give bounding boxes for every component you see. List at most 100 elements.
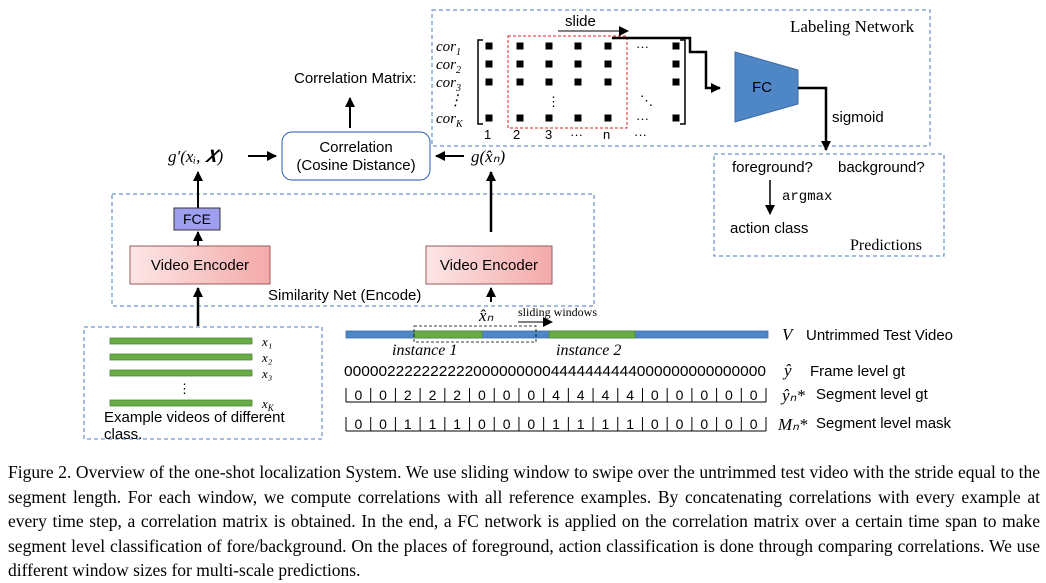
matrix-col-label: 3 (545, 127, 552, 142)
matrix-cell (545, 78, 553, 86)
matrix-cell (672, 60, 680, 68)
instance1-bar (413, 330, 483, 339)
segment-value: 4 (552, 387, 560, 403)
matrix-cell (545, 114, 553, 122)
matrix-col-label: 2 (513, 127, 520, 142)
correlation-box (281, 131, 431, 181)
similarity-net-label: Similarity Net (Encode) (268, 287, 421, 304)
segment-value: 0 (379, 387, 387, 403)
matrix-cell (604, 60, 612, 68)
example-video-bar (109, 369, 253, 377)
foreground-label: foreground? (732, 159, 813, 176)
segment-value: 4 (577, 387, 585, 403)
matrix-ellipsis-h: ··· (636, 39, 649, 54)
background-label: background? (838, 159, 925, 176)
matrix-ellipsis-v: ⋮ (547, 94, 560, 109)
matrix-cell (604, 114, 612, 122)
segment-gt-symbol: ŷₙ* (780, 386, 805, 405)
g-hat-label: g(x̂ₙ) (471, 147, 505, 166)
slide-window-highlight (507, 35, 628, 129)
segment-value: 2 (404, 387, 412, 403)
x-hat-n-label: x̂ₙ (478, 306, 494, 325)
matrix-right-bracket (680, 39, 686, 125)
segment-value: 0 (725, 387, 733, 403)
segment-value: 0 (676, 416, 684, 432)
matrix-left-bracket (477, 39, 483, 125)
figure-diagram: Labeling Network ···⋮⋱··· cor1cor2cor3⋮c… (83, 9, 953, 443)
example-video-label: x₂ (261, 350, 273, 365)
segment-value: 0 (478, 416, 486, 432)
segment-value: 0 (527, 416, 535, 432)
matrix-cell (604, 42, 612, 50)
example-video-label: xK (261, 396, 275, 413)
fc-label: FC (752, 79, 772, 96)
segment-value: 0 (379, 416, 387, 432)
segment-value: 0 (750, 387, 758, 403)
matrix-to-fc-arrow (612, 36, 721, 93)
matrix-col-label: 1 (484, 127, 491, 142)
matrix-cell (672, 114, 680, 122)
segment-value: 0 (478, 387, 486, 403)
video-label: Untrimmed Test Video (806, 327, 953, 344)
instance2-label: instance 2 (556, 342, 621, 359)
video-encoder-right-label: Video Encoder (440, 257, 538, 274)
segment-value: 2 (453, 387, 461, 403)
frame-level-symbol: ŷ (782, 361, 792, 380)
example-video-bar (109, 353, 253, 361)
segment-value: 1 (552, 416, 560, 432)
matrix-cell (545, 60, 553, 68)
matrix-cell (485, 114, 493, 122)
frame-level-label: Frame level gt (810, 363, 906, 380)
matrix-cell (545, 42, 553, 50)
fc-to-predictions-arrow (798, 86, 831, 151)
segment-value: 0 (527, 387, 535, 403)
instance1-label: instance 1 (392, 342, 457, 359)
predictions-box (713, 153, 945, 257)
segment-value: 1 (404, 416, 412, 432)
segment-value: 2 (429, 387, 437, 403)
segment-value: 0 (354, 387, 362, 403)
labeling-network-title: Labeling Network (790, 17, 915, 36)
instance2-bar (548, 330, 636, 339)
matrix-row-label: cor3 (436, 75, 461, 94)
matrix-cell (485, 42, 493, 50)
video-encoder-left (129, 245, 271, 285)
matrix-cell (485, 78, 493, 86)
matrix-cell (485, 60, 493, 68)
segment-mask-label: Segment level mask (816, 415, 952, 432)
matrix-col-label: n (603, 127, 610, 142)
segment-value: 0 (354, 416, 362, 432)
fce-label: FCE (183, 211, 211, 227)
labeling-network-box (431, 9, 931, 147)
slide-label: slide (565, 13, 596, 30)
correlation-line2: (Cosine Distance) (296, 157, 415, 174)
example-videos-box (83, 326, 323, 440)
segment-value: 1 (453, 416, 461, 432)
correlation-line1: Correlation (319, 139, 392, 156)
matrix-cell (516, 60, 524, 68)
correlation-matrix-label: Correlation Matrix: (294, 70, 417, 87)
example-video-bar (109, 399, 253, 407)
matrix-cell (672, 78, 680, 86)
segment-value: 0 (651, 387, 659, 403)
video-symbol: V (782, 325, 795, 344)
segment-value: 0 (700, 387, 708, 403)
fce-block (173, 207, 221, 231)
frame-level-sequence: 0000022222222220000000004444444444000000… (344, 363, 766, 380)
matrix-cell (604, 78, 612, 86)
sliding-windows-label: sliding windows (518, 305, 597, 319)
segment-value: 1 (429, 416, 437, 432)
segment-value: 1 (602, 416, 610, 432)
matrix-row-label: cor1 (436, 39, 461, 58)
action-class-label: action class (730, 220, 808, 237)
segment-value: 0 (503, 416, 511, 432)
examples-caption-line1: Example videos of different (104, 409, 285, 426)
example-video-label: x₃ (261, 366, 272, 381)
segment-value: 4 (626, 387, 634, 403)
fc-block (734, 51, 799, 123)
matrix-ellipsis-d: ⋱ (640, 93, 653, 108)
g-prime-label: g′(xᵢ, 𝑿) (168, 147, 223, 166)
